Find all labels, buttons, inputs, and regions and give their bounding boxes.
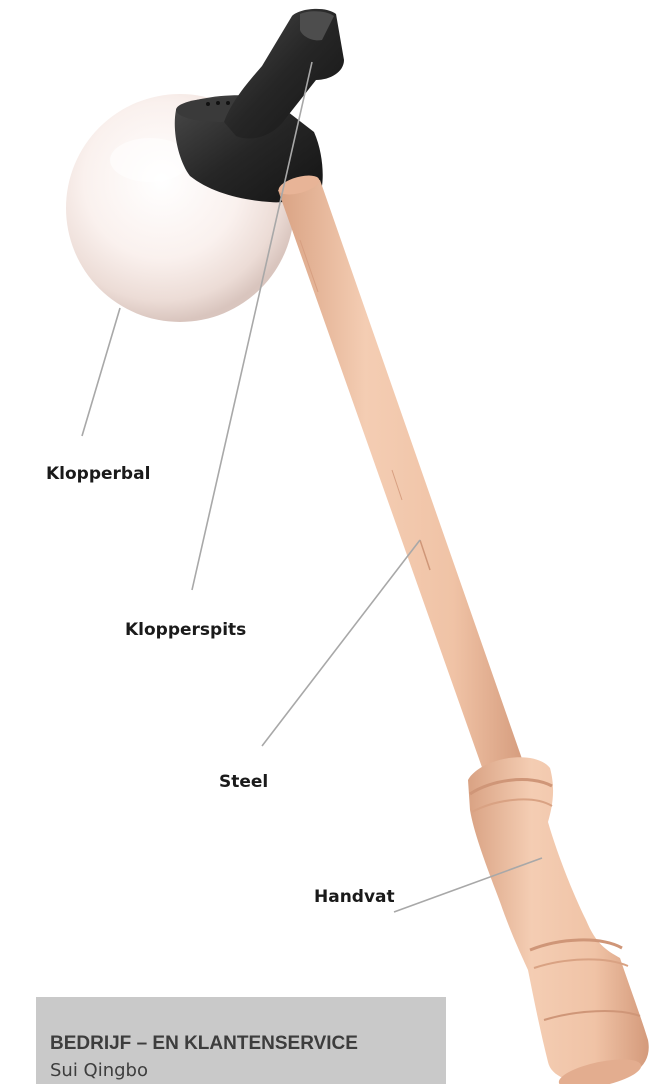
wooden-shaft bbox=[277, 172, 528, 790]
customer-service-box: BEDRIJF – EN KLANTENSERVICE Sui Qingbo bbox=[36, 997, 446, 1084]
leader-line-steel bbox=[262, 540, 420, 746]
service-contact-name: Sui Qingbo bbox=[50, 1062, 148, 1080]
leader-line-klopperbal bbox=[82, 308, 120, 436]
label-klopperbal: Klopperbal bbox=[46, 466, 150, 483]
label-handvat: Handvat bbox=[314, 889, 395, 906]
service-title: BEDRIJF – EN KLANTENSERVICE bbox=[50, 1034, 358, 1053]
klopper-tip bbox=[224, 9, 344, 139]
wooden-handle bbox=[468, 757, 649, 1084]
label-steel: Steel bbox=[219, 774, 268, 791]
label-klopperspits: Klopperspits bbox=[125, 622, 246, 639]
